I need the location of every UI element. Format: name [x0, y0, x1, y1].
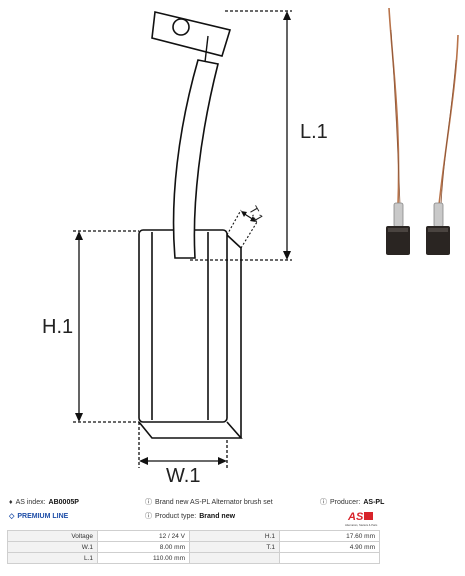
logo-text: AS	[347, 511, 364, 523]
dimension-length	[190, 10, 292, 261]
param-value: 12 / 24 V	[97, 530, 190, 542]
copper-lead-right	[438, 34, 459, 206]
producer: ⓘ Producer: AS-PL	[320, 499, 384, 506]
description-text: Brand new AS-PL Alternator brush set	[155, 499, 273, 506]
label-width: W.1	[166, 465, 200, 487]
copper-lead-left	[388, 7, 400, 206]
product-type: ⓘ Product type: Brand new	[145, 513, 235, 520]
technical-drawing: L.1 H.1 W.1 T.1	[42, 7, 459, 487]
premium-line-label: PREMIUM LINE	[17, 513, 69, 520]
param-value: 8.00 mm	[97, 541, 190, 553]
param-label: Voltage	[7, 530, 98, 542]
as-index: ♦ AS index: AB0005P	[9, 499, 79, 506]
as-pl-logo: AS Alternators, Starters & Parts	[345, 511, 378, 527]
param-value: 4.90 mm	[279, 541, 380, 553]
param-label: T.1	[189, 541, 280, 553]
product-type-value: Brand new	[199, 513, 236, 520]
info-icon: ⓘ	[320, 499, 327, 506]
param-value: 110.00 mm	[97, 552, 190, 564]
label-length: L.1	[300, 121, 328, 143]
param-label: L.1	[7, 552, 98, 564]
as-index-label: AS index:	[15, 499, 46, 506]
param-value	[279, 552, 380, 564]
dimension-width	[138, 422, 228, 468]
table-row: L.1 110.00 mm	[7, 552, 380, 564]
parameters-table: Voltage 12 / 24 V H.1 17.60 mm W.1 8.00 …	[7, 530, 380, 564]
diamond-icon: ◇	[9, 513, 15, 520]
param-label	[189, 552, 280, 564]
carbon-left	[386, 226, 410, 255]
label-height: H.1	[42, 316, 73, 338]
info-icon: ⓘ	[145, 499, 152, 506]
producer-label: Producer:	[330, 499, 361, 506]
carbon-right	[426, 226, 450, 255]
product-type-label: Product type:	[155, 513, 197, 520]
lead-wire	[172, 59, 219, 259]
table-row: Voltage 12 / 24 V H.1 17.60 mm	[7, 530, 380, 542]
product-info: ♦ AS index: AB0005P ⓘ Brand new AS-PL Al…	[0, 497, 465, 527]
premium-line[interactable]: ◇ PREMIUM LINE	[9, 513, 68, 520]
producer-value: AS-PL	[363, 499, 385, 506]
description: ⓘ Brand new AS-PL Alternator brush set	[145, 499, 273, 506]
dimension-height	[73, 230, 139, 423]
crimp-right	[433, 202, 444, 228]
product-photo	[386, 7, 459, 255]
info-icon: ⓘ	[145, 513, 152, 520]
label-thickness: T.1	[246, 204, 266, 225]
table-row: W.1 8.00 mm T.1 4.90 mm	[7, 541, 380, 553]
dimension-thickness	[226, 209, 258, 249]
tag-icon: ♦	[9, 499, 13, 506]
param-label: W.1	[7, 541, 98, 553]
param-value: 17.60 mm	[279, 530, 380, 542]
crimp-left	[393, 202, 404, 228]
as-index-value: AB0005P	[48, 499, 79, 506]
brush-block-outline	[138, 229, 243, 439]
logo-tagline: Alternators, Starters & Parts	[345, 523, 378, 527]
terminal-tab	[151, 11, 232, 63]
param-label: H.1	[189, 530, 280, 542]
